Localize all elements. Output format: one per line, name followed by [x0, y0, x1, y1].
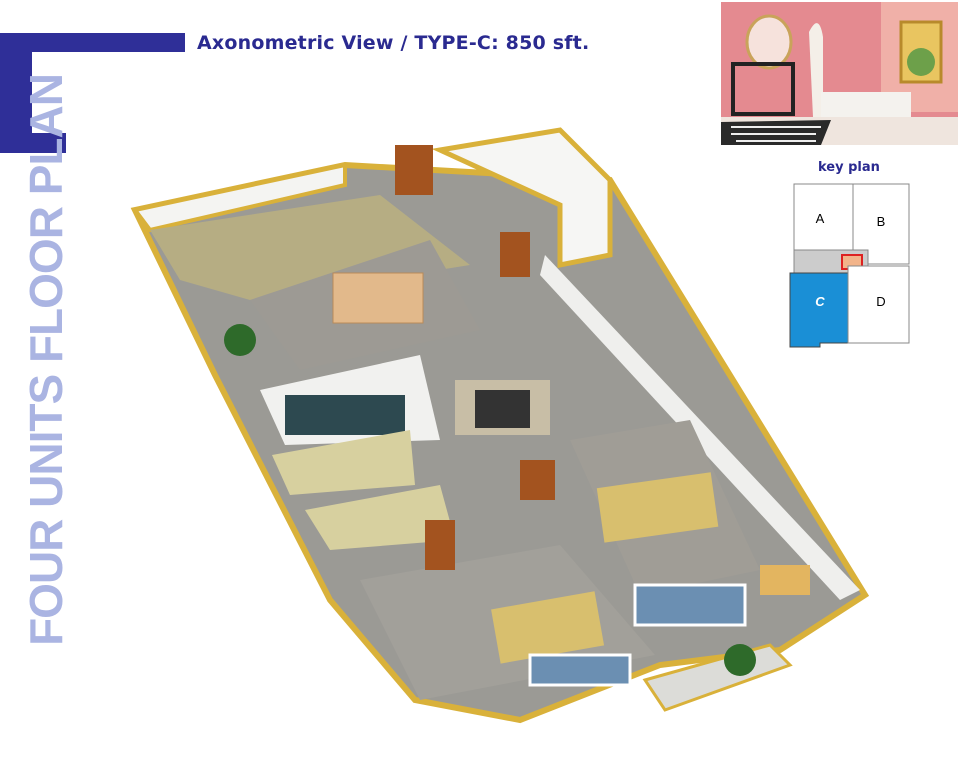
dining-table	[475, 390, 530, 428]
kitchen-counter	[285, 395, 405, 435]
plant	[224, 324, 256, 356]
key-plan-label-c: C	[815, 294, 825, 309]
key-plan: A B C D	[789, 183, 910, 348]
key-plan-label-a: A	[816, 211, 825, 226]
corner-bracket-top	[0, 33, 185, 52]
wardrobe	[760, 565, 810, 595]
page-title: Axonometric View / TYPE-C: 850 sft.	[197, 32, 590, 54]
plant	[724, 644, 756, 676]
key-plan-title: key plan	[818, 160, 880, 175]
interior-photo	[721, 2, 958, 145]
bed-2	[596, 472, 719, 543]
key-plan-label-b: B	[877, 214, 886, 229]
key-plan-label-d: D	[876, 294, 885, 309]
bed-1	[491, 591, 605, 664]
corner-bracket-foot	[0, 133, 66, 153]
door	[500, 232, 530, 277]
door	[520, 460, 555, 500]
sofa	[332, 272, 424, 324]
door	[395, 145, 433, 195]
door	[425, 520, 455, 570]
